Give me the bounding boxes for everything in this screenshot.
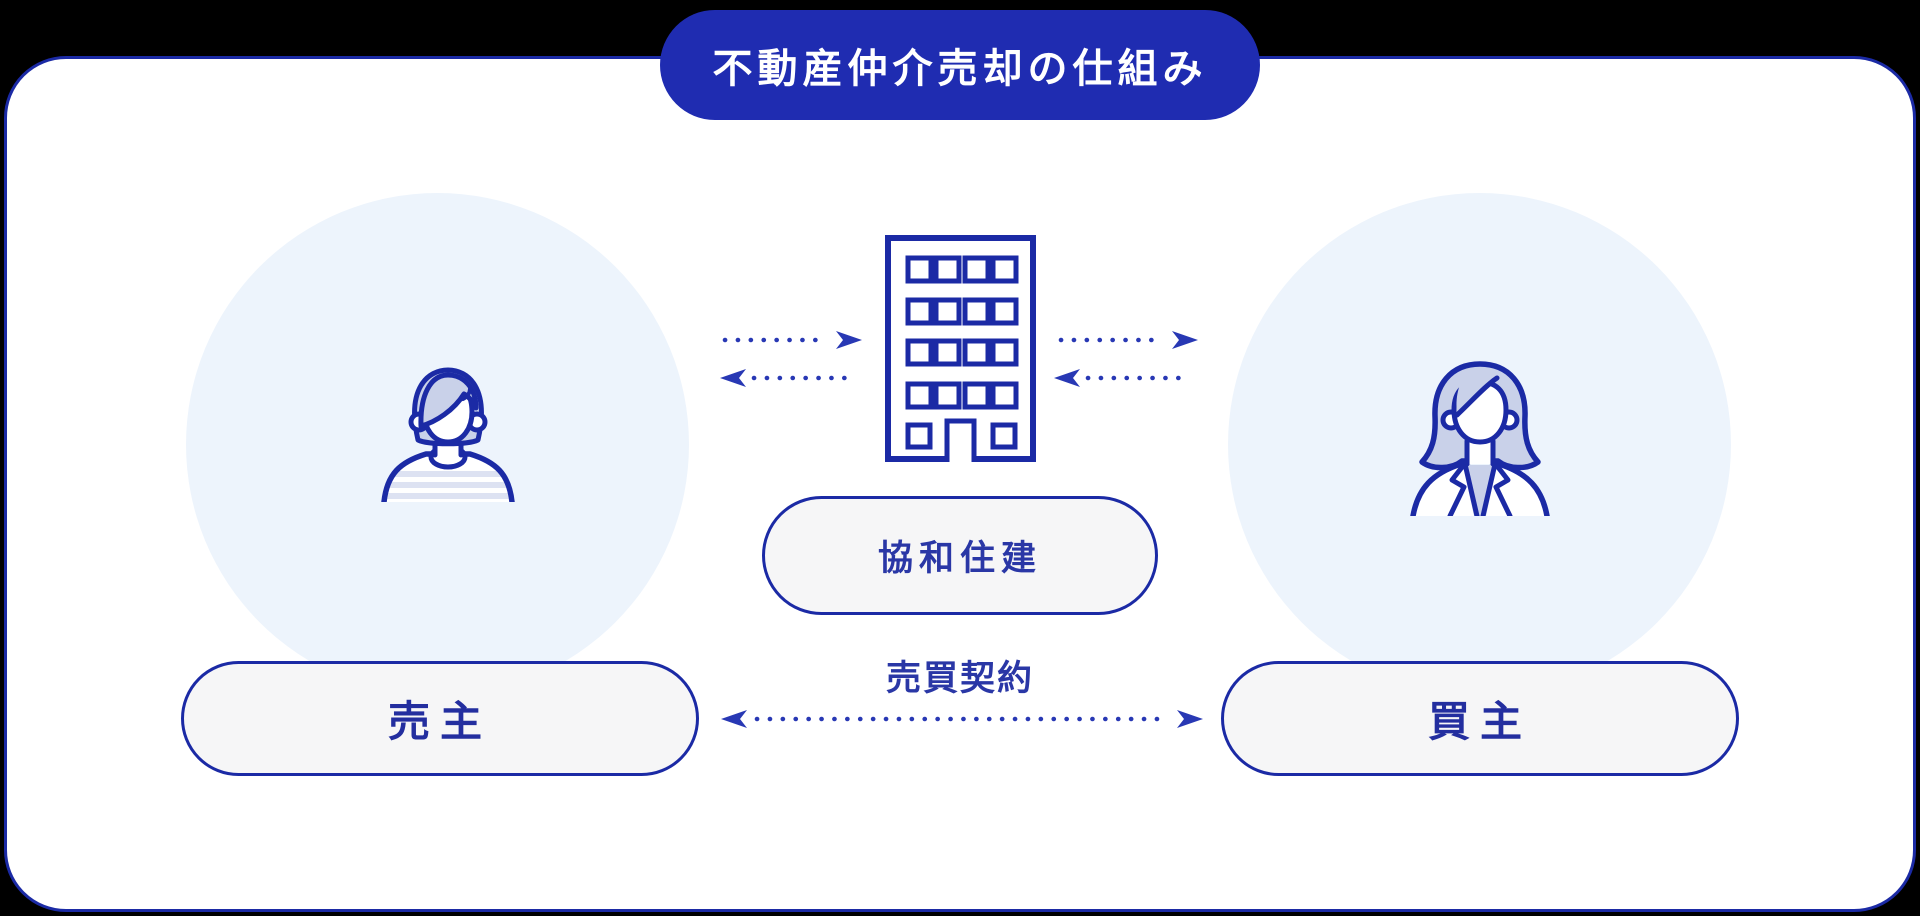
man-avatar-icon — [381, 367, 515, 502]
buyer-to-broker-arrow-icon — [1054, 369, 1194, 387]
building-door — [944, 418, 977, 462]
buyer-label: 買主 — [1427, 698, 1532, 745]
building-icon — [885, 235, 1036, 462]
broker-label: 協和住建 — [877, 539, 1042, 578]
man-body — [384, 454, 512, 502]
building-windows — [905, 255, 1019, 450]
man-shirt-stripes — [384, 471, 512, 499]
broker-to-buyer-arrow-icon — [1058, 331, 1198, 349]
title-text: 不動産仲介売却の仕組み — [712, 47, 1208, 91]
man-fringe — [418, 372, 479, 429]
broker-pill: 協和住建 — [762, 496, 1158, 615]
seller-pill: 売主 — [181, 661, 699, 776]
woman-avatar-icon — [1410, 361, 1550, 516]
seller-to-broker-arrow-icon — [722, 331, 862, 349]
buyer-pill: 買主 — [1221, 661, 1739, 776]
title-badge: 不動産仲介売却の仕組み — [660, 10, 1260, 120]
contract-arrow-icon — [721, 710, 1203, 728]
woman-lapel-right — [1491, 459, 1513, 516]
broker-to-seller-arrow-icon — [720, 369, 860, 387]
seller-label: 売主 — [387, 698, 492, 745]
contract-label: 売買契約 — [885, 659, 1034, 698]
man-fringe-flick — [461, 387, 472, 401]
woman-lapel-left — [1447, 459, 1469, 516]
